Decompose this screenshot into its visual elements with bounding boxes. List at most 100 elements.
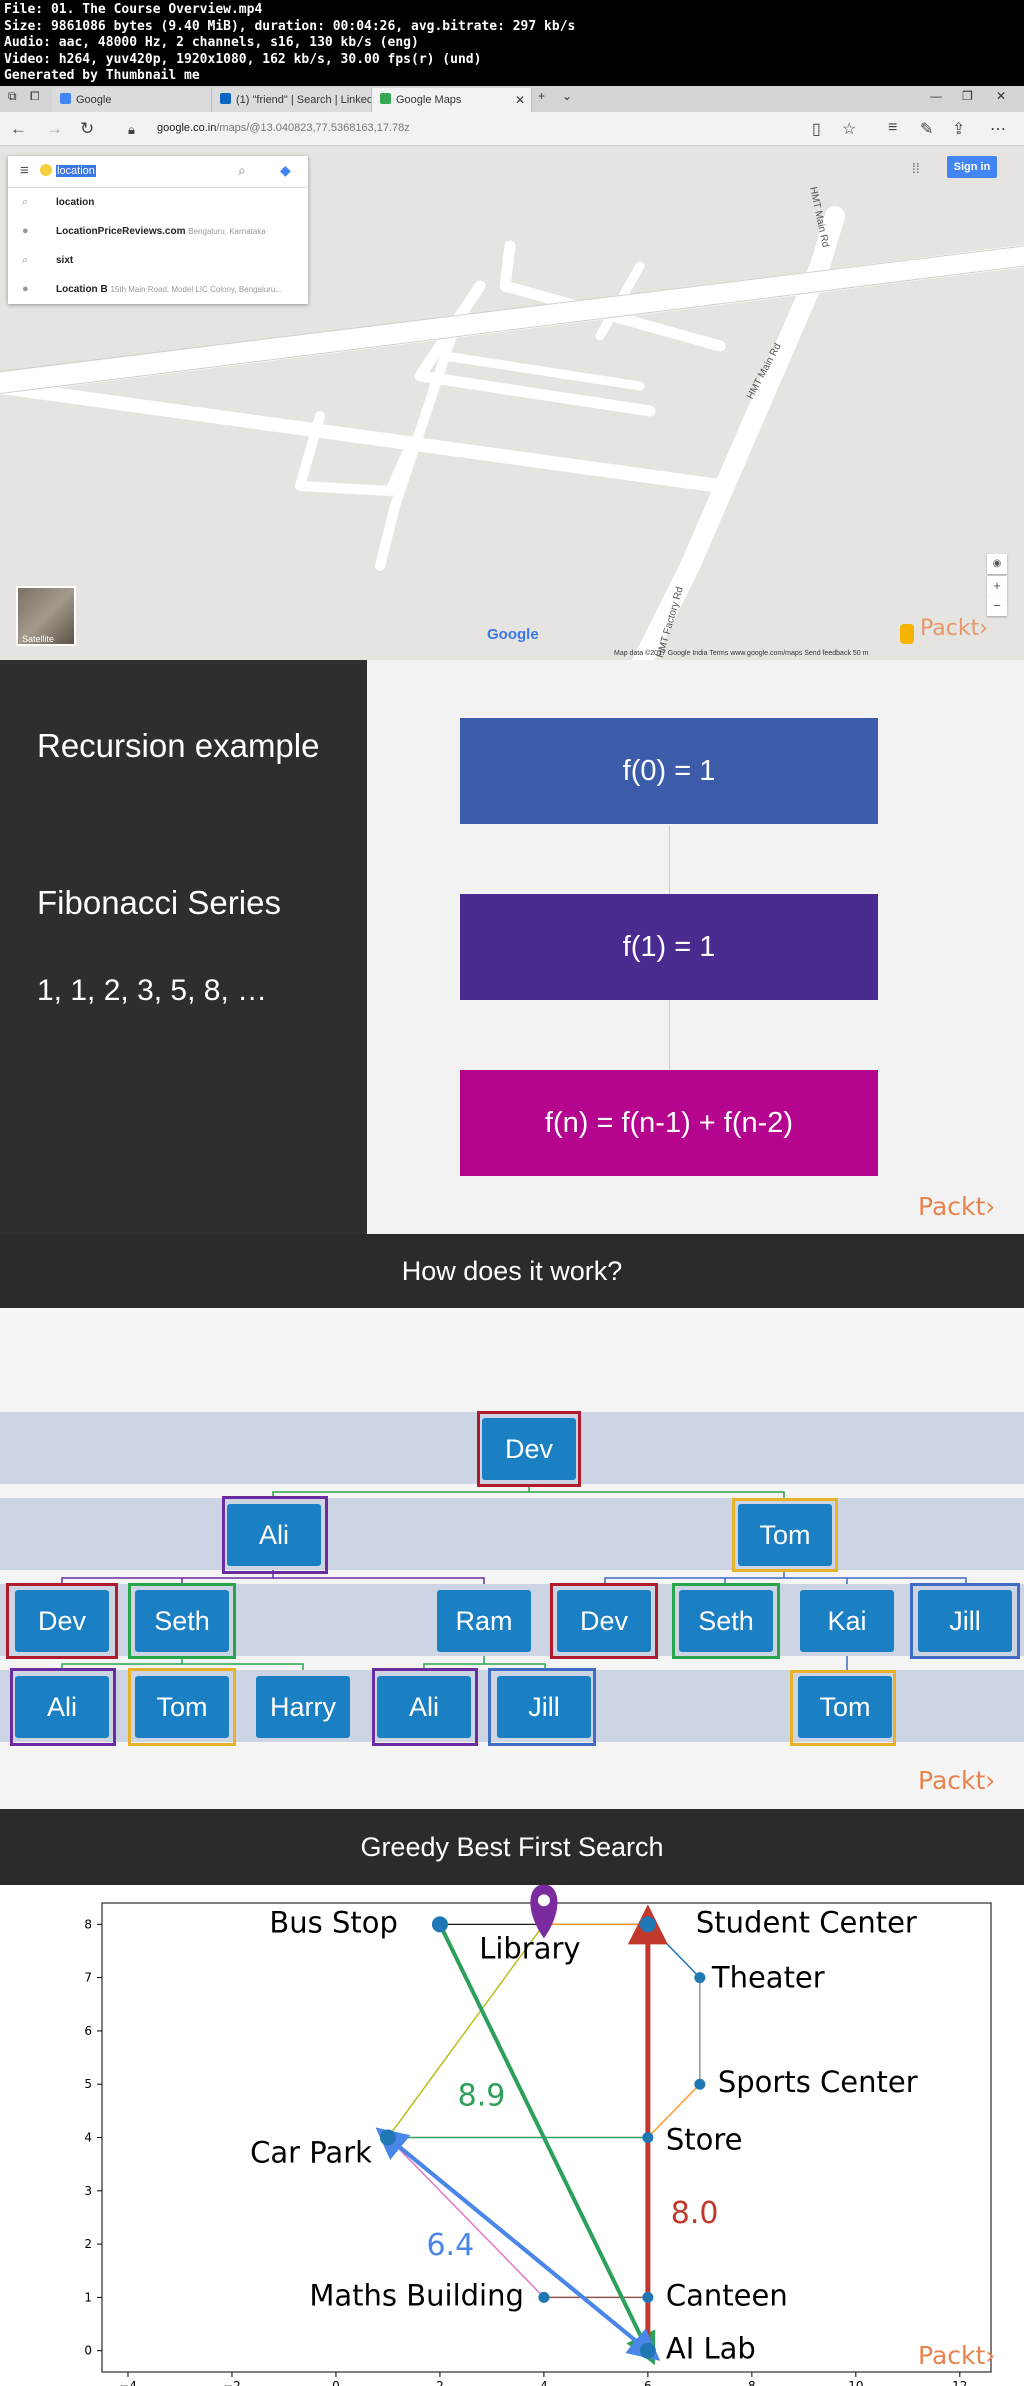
tab-label: Google Maps	[396, 94, 462, 106]
search-icon[interactable]: ⌕	[238, 162, 246, 178]
new-tab-button[interactable]: +	[538, 89, 546, 103]
tab-google[interactable]: Google	[52, 88, 212, 112]
node-label: Theater	[711, 1961, 825, 1995]
tree-node: Ali	[377, 1676, 471, 1738]
x-tick-label: 4	[540, 2379, 548, 2386]
packt-logo: Packt›	[918, 1192, 996, 1221]
pegman-icon[interactable]	[900, 624, 914, 644]
formula-box-fn: f(n) = f(n-1) + f(n-2)	[460, 1070, 878, 1176]
share-icon[interactable]: ⇪	[952, 121, 966, 138]
slide-subtitle: Fibonacci Series	[37, 884, 281, 921]
tab-google-maps[interactable]: Google Maps ✕	[372, 88, 532, 112]
y-tick-label: 4	[84, 2131, 92, 2145]
reading-view-icon[interactable]: ▯	[812, 121, 821, 138]
x-tick-label: 2	[436, 2379, 444, 2386]
maps-search-panel: ≡ location ⌕ ◆ ⌕location ●LocationPriceR…	[8, 156, 308, 304]
slide-title: How does it work?	[0, 1234, 1024, 1308]
y-tick-label: 3	[84, 2184, 92, 2198]
tab-actions-icon[interactable]: ⧉	[8, 89, 17, 103]
graph-node	[379, 2129, 396, 2146]
node-outline	[10, 1668, 116, 1746]
linkedin-icon	[220, 93, 231, 104]
restore-icon[interactable]: ❐	[962, 89, 973, 103]
url-host: google.co.in	[157, 122, 217, 134]
more-icon[interactable]: ⋯	[990, 121, 1006, 138]
menu-icon[interactable]: ≡	[20, 162, 29, 179]
suggestion-sub: Bengaluru, Karnataka	[188, 227, 266, 236]
tree-row-band	[0, 1498, 1024, 1570]
url-field[interactable]: google.co.in/maps/@13.040823,77.5368163,…	[157, 122, 410, 134]
info-line: Audio: aac, 48000 Hz, 2 channels, s16, 1…	[4, 35, 419, 50]
hub-icon[interactable]: ≡	[888, 119, 898, 136]
apps-grid-icon[interactable]: ⁞⁞	[912, 160, 920, 176]
refresh-icon[interactable]: ↻	[80, 119, 95, 138]
node-outline	[128, 1583, 236, 1659]
node-outline	[790, 1670, 896, 1746]
suggestion-item[interactable]: ●Location B 15th Main Road, Model LIC Co…	[8, 275, 308, 304]
tab-label: Google	[76, 94, 112, 106]
web-note-icon[interactable]: ✎	[920, 121, 934, 138]
zoom-out-button[interactable]: −	[987, 596, 1007, 616]
node-label: Canteen	[666, 2278, 788, 2312]
search-input[interactable]: location	[56, 165, 96, 177]
info-line: Generated by Thumbnail me	[4, 68, 200, 83]
node-outline	[488, 1668, 596, 1746]
forward-icon[interactable]: →	[46, 119, 63, 138]
suggestion-item[interactable]: ⌕ sixt	[8, 246, 308, 275]
sign-in-button[interactable]: Sign in	[947, 156, 997, 178]
close-tab-icon[interactable]: ✕	[514, 93, 525, 107]
y-tick-label: 5	[84, 2077, 92, 2091]
tree-node: Ali	[15, 1676, 109, 1738]
tree-node: Ali	[227, 1504, 321, 1566]
y-tick-label: 0	[84, 2344, 92, 2358]
y-tick-label: 6	[84, 2024, 92, 2038]
x-tick-label: 10	[848, 2379, 863, 2386]
tree-node: Seth	[135, 1590, 229, 1652]
y-tick-label: 7	[84, 1971, 92, 1985]
x-tick-label: 8	[748, 2379, 756, 2386]
slide-title: Greedy Best First Search	[0, 1809, 1024, 1885]
tab-list-icon[interactable]: ⌄	[562, 89, 573, 103]
suggestion-item[interactable]: ⌕location	[8, 188, 308, 217]
tree-node: Dev	[557, 1590, 651, 1652]
search-icon: ⌕	[22, 196, 29, 208]
back-tabs-icon[interactable]: ⧠	[30, 89, 40, 103]
minimize-icon[interactable]: —	[930, 89, 942, 103]
formula-box-f0: f(0) = 1	[460, 718, 878, 824]
video-info-header: File: 01. The Course Overview.mp4 Size: …	[0, 0, 1024, 86]
suggestion-item[interactable]: ●LocationPriceReviews.com Bengaluru, Kar…	[8, 217, 308, 246]
pin-icon: ●	[22, 283, 29, 295]
directions-icon[interactable]: ◆	[280, 162, 291, 178]
node-outline	[672, 1583, 780, 1659]
back-icon[interactable]: ←	[10, 119, 27, 138]
x-tick-label: −2	[223, 2379, 241, 2386]
graph-node	[639, 2342, 656, 2359]
x-tick-label: −4	[119, 2379, 137, 2386]
tab-strip: ⧉ ⧠ Google (1) "friend" | Search | Linke…	[0, 86, 1024, 112]
suggestion-main: sixt	[56, 255, 74, 266]
search-icon: ⌕	[22, 254, 29, 266]
path-arrow-green	[438, 1923, 656, 2366]
zoom-in-button[interactable]: +	[987, 576, 1007, 596]
suggestion-sub: 15th Main Road, Model LIC Colony, Bengal…	[110, 285, 282, 294]
packt-logo: Packt›	[920, 616, 989, 641]
favorite-star-icon[interactable]: ☆	[842, 121, 857, 138]
satellite-toggle[interactable]: Satellite	[16, 586, 76, 646]
tab-linkedin[interactable]: (1) "friend" | Search | Linked	[212, 88, 372, 112]
graph-node	[642, 2132, 654, 2143]
x-tick-label: 0	[332, 2379, 340, 2386]
node-label: AI Lab	[666, 2332, 756, 2366]
window-close-icon[interactable]: ✕	[996, 89, 1007, 103]
map-roads	[0, 206, 1024, 660]
x-tick-label: 12	[952, 2379, 967, 2386]
edge	[647, 2083, 701, 2139]
search-row: ≡ location ⌕ ◆	[8, 156, 308, 188]
my-location-button[interactable]: ◉	[987, 554, 1007, 574]
graph-node	[431, 1916, 448, 1933]
google-logo: Google	[487, 626, 539, 643]
graph-node	[694, 2078, 706, 2090]
map-canvas[interactable]: HMT Main Rd HMT Main Rd HMT Factory Rd ≡…	[0, 146, 1024, 660]
info-line: Video: h264, yuv420p, 1920x1080, 162 kb/…	[4, 51, 482, 67]
map-footer: Map data ©2017 Google India Terms www.go…	[614, 650, 869, 657]
